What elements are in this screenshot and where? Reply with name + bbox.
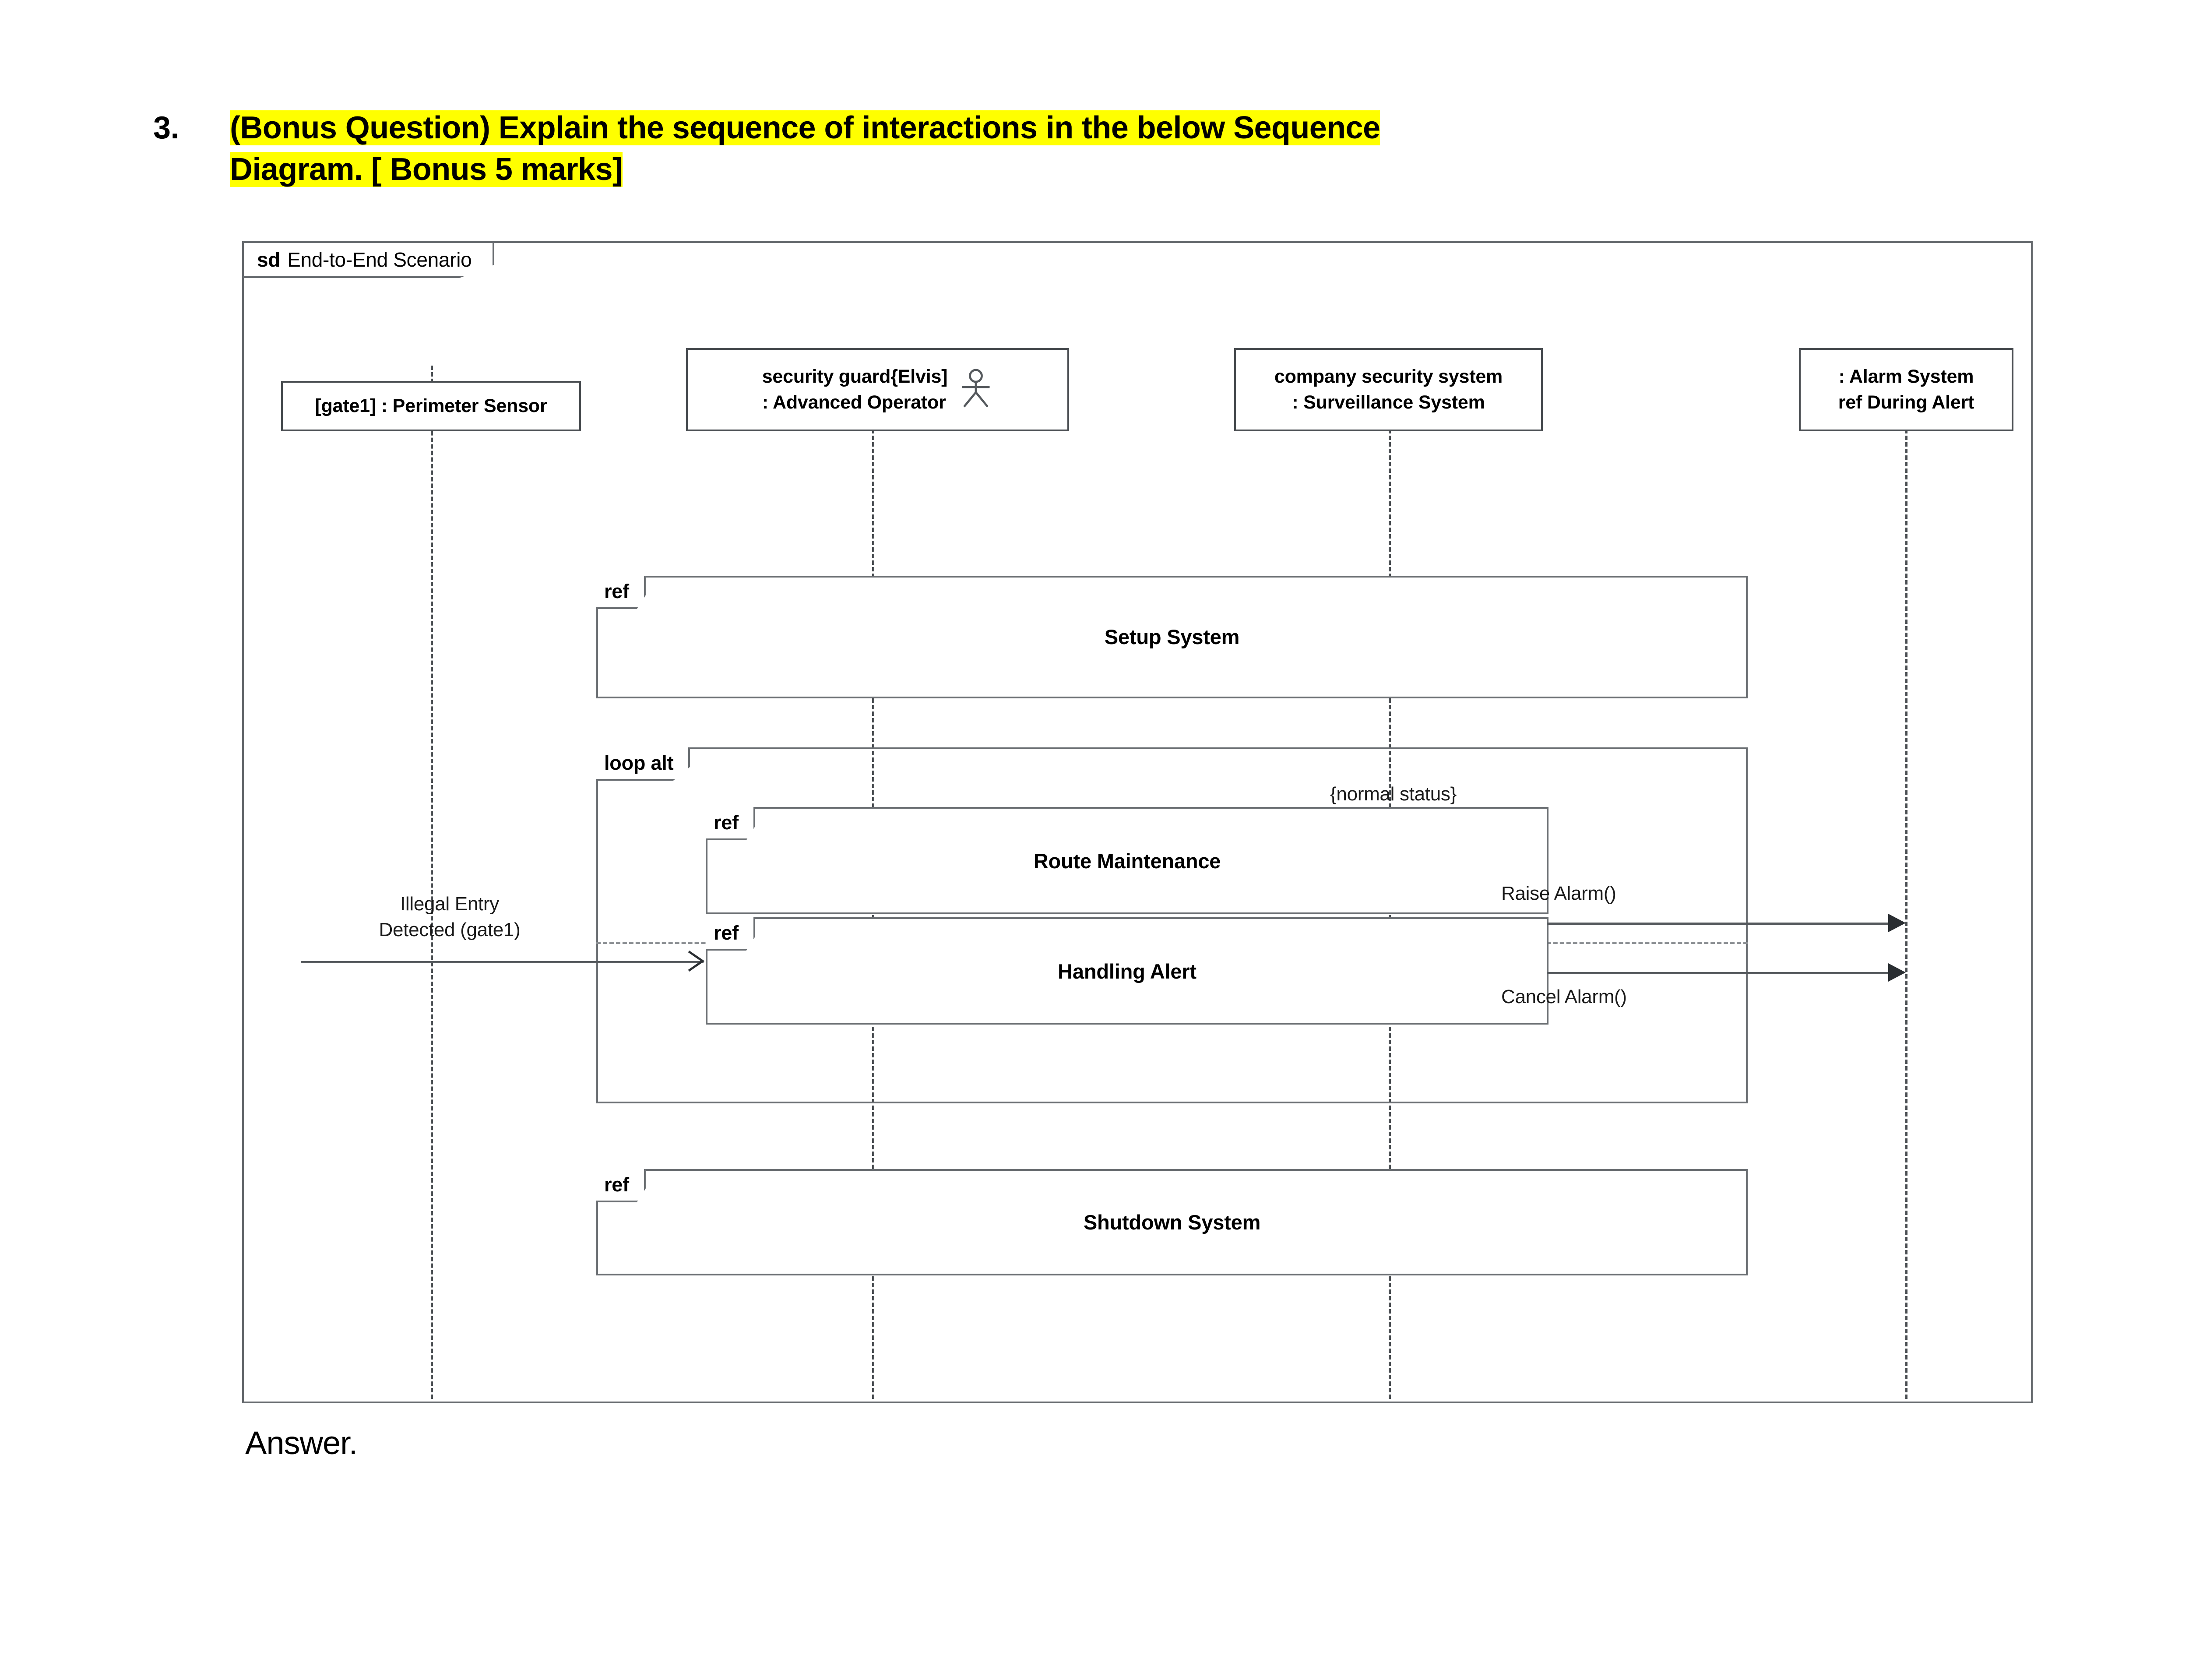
message-arrowhead-illegal-entry-detected bbox=[688, 950, 704, 972]
sequence-diagram-frame: sd End-to-End Scenario [gate1] : Perimet… bbox=[242, 241, 2033, 1403]
fragment-tab-shutdown-system: ref bbox=[596, 1169, 646, 1202]
lifeline-head-company-security-system[interactable]: company security system : Surveillance S… bbox=[1234, 348, 1543, 431]
frame-name-compartment: sd End-to-End Scenario bbox=[244, 243, 495, 278]
message-line-illegal-entry-detected bbox=[301, 961, 704, 963]
question-line-1-text: (Bonus Question) Explain the sequence of… bbox=[230, 110, 1380, 145]
frame-name: End-to-End Scenario bbox=[287, 248, 472, 271]
fragment-tab-handling-alert: ref bbox=[706, 917, 755, 951]
message-arrowhead-cancel-alarm bbox=[1888, 963, 1906, 982]
fragment-setup-system[interactable]: ref Setup System bbox=[596, 576, 1748, 698]
message-label-cancel-alarm: Cancel Alarm() bbox=[1501, 986, 1627, 1007]
lifeline-label-alarm-system: : Alarm System ref During Alert bbox=[1838, 366, 1974, 413]
fragment-title-setup-system: Setup System bbox=[1104, 625, 1240, 648]
message-line-cancel-alarm bbox=[1547, 972, 1893, 974]
lifeline-label-company-security-system: company security system : Surveillance S… bbox=[1274, 366, 1503, 413]
question-line-2: Diagram. [ Bonus 5 marks] bbox=[230, 149, 2123, 190]
fragment-handling-alert[interactable]: ref Handling Alert bbox=[706, 917, 1548, 1025]
lifeline-label-security-guard: security guard{Elvis] : Advanced Operato… bbox=[762, 366, 948, 413]
message-label-raise-alarm: Raise Alarm() bbox=[1501, 883, 1616, 904]
guard-normal-status: {normal status} bbox=[1330, 783, 1457, 805]
lifeline-line-alarm-system bbox=[1905, 370, 1907, 1399]
fragment-tab-loop-alt: loop alt bbox=[596, 747, 690, 781]
fragment-title-handling-alert: Handling Alert bbox=[1058, 960, 1197, 983]
lifeline-label-perimeter-sensor: [gate1] : Perimeter Sensor bbox=[315, 395, 547, 416]
lifeline-head-security-guard[interactable]: security guard{Elvis] : Advanced Operato… bbox=[686, 348, 1069, 431]
lifeline-head-perimeter-sensor[interactable]: [gate1] : Perimeter Sensor bbox=[281, 381, 581, 431]
fragment-shutdown-system[interactable]: ref Shutdown System bbox=[596, 1169, 1748, 1275]
fragment-route-maintenance[interactable]: ref Route Maintenance bbox=[706, 807, 1548, 914]
fragment-tab-setup-system: ref bbox=[596, 576, 646, 609]
fragment-tab-route-maintenance: ref bbox=[706, 807, 755, 840]
message-line-raise-alarm bbox=[1547, 923, 1893, 925]
question-line-2-text: Diagram. [ Bonus 5 marks] bbox=[230, 152, 623, 187]
question-block: 3. (Bonus Question) Explain the sequence… bbox=[153, 107, 2123, 190]
fragment-title-route-maintenance: Route Maintenance bbox=[1033, 849, 1221, 873]
fragment-title-shutdown-system: Shutdown System bbox=[1083, 1211, 1261, 1234]
answer-label: Answer. bbox=[245, 1425, 358, 1461]
message-arrowhead-raise-alarm bbox=[1888, 914, 1906, 932]
message-label-illegal-entry-detected: Illegal Entry Detected (gate1) bbox=[379, 893, 521, 941]
question-number: 3. bbox=[153, 110, 179, 145]
question-line-1: (Bonus Question) Explain the sequence of… bbox=[230, 107, 2123, 149]
lifeline-line-perimeter-sensor bbox=[431, 366, 433, 1399]
actor-stick-figure-icon bbox=[962, 369, 990, 408]
lifeline-head-alarm-system[interactable]: : Alarm System ref During Alert bbox=[1799, 348, 2013, 431]
frame-keyword: sd bbox=[257, 248, 281, 271]
